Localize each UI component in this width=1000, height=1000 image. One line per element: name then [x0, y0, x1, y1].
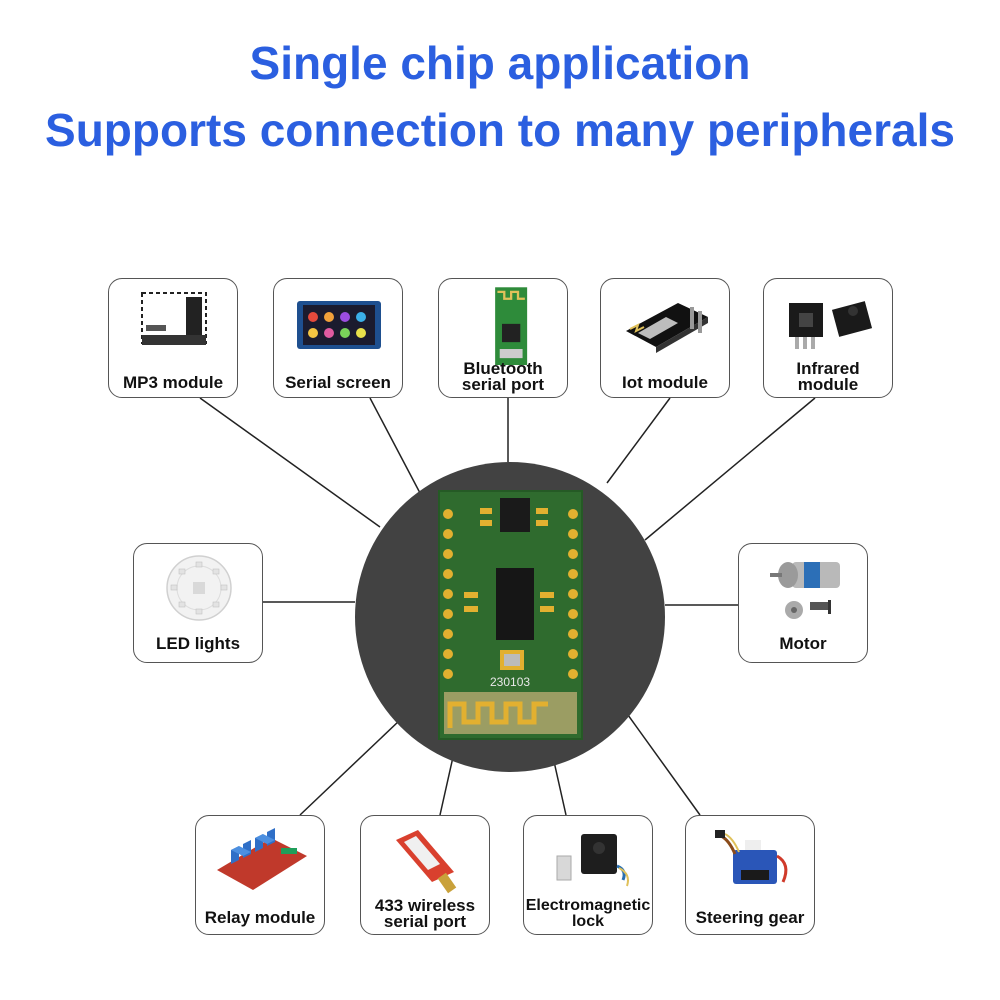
- card-mp3-module: MP3 module: [108, 278, 238, 398]
- wireless-module-image: [396, 830, 457, 894]
- label-bluetooth-line1: Bluetooth: [463, 359, 543, 378]
- iot-module-image: [626, 303, 708, 353]
- card-infrared-module: Infrared module: [763, 278, 893, 398]
- title-line-1: Single chip application: [249, 37, 751, 89]
- serial-screen-image: [297, 301, 381, 349]
- title-line-2: Supports connection to many peripherals: [45, 104, 955, 156]
- card-electromagnetic-lock: Electromagnetic lock: [523, 815, 653, 935]
- label-steering-gear: Steering gear: [695, 908, 805, 927]
- mp3-module-image: [141, 292, 207, 345]
- label-infrared-line1: Infrared: [796, 359, 860, 378]
- pcb-board-code: 230103: [490, 675, 531, 689]
- label-mp3-module: MP3 module: [122, 373, 224, 392]
- steering-gear-image: [715, 830, 788, 884]
- connector-relay: [299, 719, 401, 816]
- label-lock-line2: lock: [571, 913, 604, 930]
- connector-serial-screen: [369, 397, 421, 494]
- bluetooth-module-image: [495, 287, 528, 365]
- label-led-lights: LED lights: [155, 634, 241, 653]
- label-433-wireless: 433 wireless serial port: [361, 896, 489, 931]
- card-motor: Motor: [738, 543, 868, 663]
- card-relay-module: Relay module: [195, 815, 325, 935]
- label-serial-screen: Serial screen: [285, 373, 391, 392]
- connector-lock: [552, 756, 567, 816]
- label-lock-line1: Electromagnetic: [525, 897, 651, 914]
- card-serial-screen: Serial screen: [273, 278, 403, 398]
- label-relay-module: Relay module: [204, 908, 316, 927]
- relay-module-image: [217, 828, 307, 890]
- label-bluetooth: Bluetooth serial port: [439, 359, 567, 394]
- card-iot-module: Iot module: [600, 278, 730, 398]
- card-led-lights: LED lights: [133, 543, 263, 663]
- connector-mp3: [199, 397, 381, 528]
- connector-infrared: [644, 397, 816, 541]
- label-iot-module: Iot module: [622, 373, 708, 392]
- label-electromagnetic-lock: Electromagnetic lock: [524, 898, 652, 930]
- label-infrared-line2: module: [797, 375, 859, 394]
- motor-image: [770, 562, 840, 619]
- connector-iot: [606, 397, 671, 484]
- infrared-module-image: [789, 301, 873, 349]
- label-infrared: Infrared module: [764, 359, 892, 394]
- label-bluetooth-line2: serial port: [461, 375, 545, 394]
- led-lights-image: [166, 555, 232, 621]
- label-motor: Motor: [779, 634, 827, 653]
- electromagnetic-lock-image: [556, 834, 629, 887]
- card-steering-gear: Steering gear: [685, 815, 815, 935]
- main-pcb-module: 230103: [438, 490, 583, 740]
- label-433-wireless-line1: 433 wireless: [374, 896, 476, 915]
- label-433-wireless-line2: serial port: [383, 912, 467, 931]
- card-bluetooth-serial-port: Bluetooth serial port: [438, 278, 568, 398]
- connector-servo: [627, 714, 701, 816]
- connector-wireless: [439, 756, 454, 816]
- pcb-artwork: [443, 498, 578, 734]
- card-433-wireless: 433 wireless serial port: [360, 815, 490, 935]
